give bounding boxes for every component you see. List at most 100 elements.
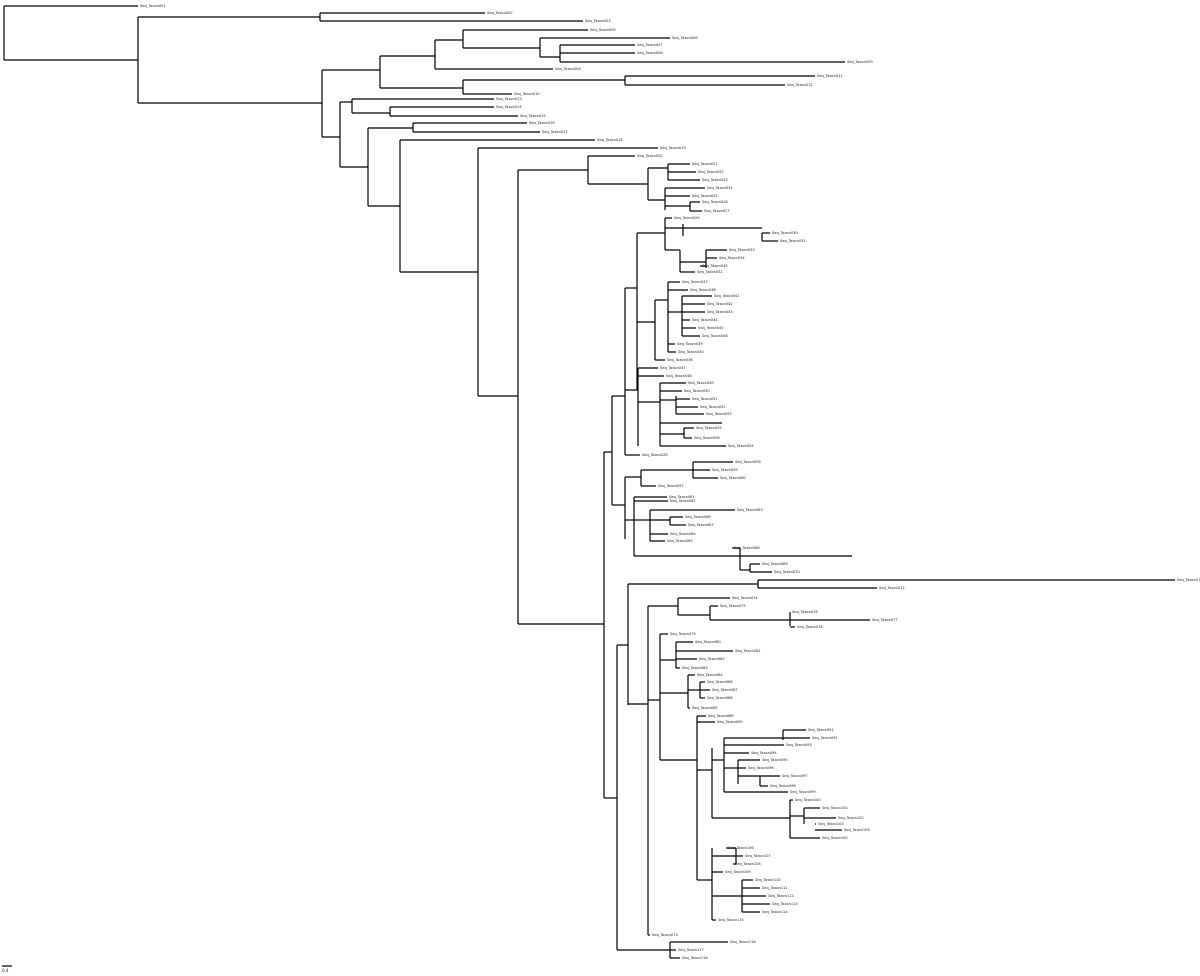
leaf-label: Seq_Taxon075 — [720, 604, 746, 608]
leaf-label: Seq_Taxon037 — [682, 280, 708, 284]
leaf-label: Seq_Taxon087 — [712, 688, 738, 692]
leaf-label: Seq_Taxon056 — [694, 436, 720, 440]
leaf-label: Seq_Taxon054 — [728, 444, 754, 448]
leaf-label: Seq_Taxon038 — [690, 288, 716, 292]
leaf-label: Seq_Taxon099 — [790, 790, 816, 794]
leaf-label: Seq_Taxon067 — [688, 523, 714, 527]
leaf-label: Seq_Taxon059 — [712, 468, 738, 472]
leaf-label: Seq_Taxon021 — [692, 162, 718, 166]
leaf-label: Seq_Taxon095 — [762, 758, 788, 762]
leaf-label: Seq_Taxon105 — [822, 836, 848, 840]
leaf-label: Seq_Taxon019 — [660, 146, 686, 150]
leaf-label: Seq_Taxon071 — [1177, 578, 1200, 582]
leaf-label: Seq_Taxon113 — [772, 902, 798, 906]
leaf-label: Seq_Taxon066 — [685, 515, 711, 519]
leaf-label: Seq_Taxon033 — [729, 248, 755, 252]
leaf-label: Seq_Taxon058 — [735, 460, 761, 464]
leaf-label: Seq_Taxon013 — [496, 97, 522, 101]
leaf-label: Seq_Taxon096 — [748, 766, 774, 770]
leaf-label: Seq_Taxon107 — [745, 854, 771, 858]
leaf-label: Seq_Taxon097 — [782, 774, 808, 778]
leaf-label: Seq_Taxon057 — [658, 484, 684, 488]
leaf-label: Seq_Taxon020 — [637, 154, 663, 158]
leaf-label: Seq_Taxon062 — [670, 499, 696, 503]
leaf-label: Seq_Taxon065 — [667, 539, 693, 543]
leaf-label: Seq_Taxon098 — [770, 784, 796, 788]
scale-bar: 0.4 — [2, 965, 12, 973]
leaf-label: Seq_Taxon117 — [678, 948, 704, 952]
leaf-label: Seq_Taxon102 — [838, 816, 864, 820]
leaf-label: Seq_Taxon012 — [787, 83, 813, 87]
leaf-label: Seq_Taxon053 — [706, 412, 732, 416]
leaf-label: Seq_Taxon001 — [140, 4, 166, 8]
leaf-label: Seq_Taxon093 — [786, 743, 812, 747]
leaf-label: Seq_Taxon029 — [674, 216, 700, 220]
leaf-label: Seq_Taxon084 — [697, 673, 723, 677]
leaf-label: Seq_Taxon046 — [702, 334, 728, 338]
leaf-label: Seq_Taxon055 — [696, 426, 722, 430]
leaf-label: Seq_Taxon011 — [817, 74, 843, 78]
leaf-label: Seq_Taxon101 — [822, 806, 848, 810]
leaf-label: Seq_Taxon068 — [734, 546, 760, 550]
leaf-label: Seq_Taxon041 — [714, 294, 740, 298]
leaf-label: Seq_Taxon060 — [720, 476, 746, 480]
leaf-label: Seq_Taxon085 — [692, 706, 718, 710]
leaf-label: Seq_Taxon103 — [818, 822, 844, 826]
leaf-label: Seq_Taxon006 — [672, 36, 698, 40]
leaf-label: Seq_Taxon064 — [670, 532, 696, 536]
leaf-label: Seq_Taxon073 — [652, 933, 678, 937]
leaf-label: Seq_Taxon025 — [692, 194, 718, 198]
leaf-label: Seq_Taxon007 — [637, 43, 663, 47]
leaf-label: Seq_Taxon108 — [735, 862, 761, 866]
leaf-label: Seq_Taxon017 — [542, 130, 568, 134]
leaf-label: Seq_Taxon063 — [737, 508, 763, 512]
leaf-label: Seq_Taxon026 — [702, 200, 728, 204]
leaf-label: Seq_Taxon004 — [555, 67, 581, 71]
leaf-label: Seq_Taxon112 — [768, 894, 794, 898]
leaf-label: Seq_Taxon049 — [688, 381, 714, 385]
leaf-label: Seq_Taxon079 — [670, 632, 696, 636]
leaf-label: Seq_Taxon018 — [597, 138, 623, 142]
leaf-label: Seq_Taxon023 — [702, 178, 728, 182]
leaf-label: Seq_Taxon036 — [667, 358, 693, 362]
leaf-label: Seq_Taxon091 — [808, 728, 834, 732]
leaf-label: Seq_Taxon104 — [844, 828, 870, 832]
leaf-label: Seq_Taxon050 — [684, 389, 710, 393]
leaf-label: Seq_Taxon072 — [879, 586, 905, 590]
leaf-label: Seq_Taxon034 — [719, 256, 745, 260]
leaf-label: Seq_Taxon076 — [792, 610, 818, 614]
leaf-label: Seq_Taxon044 — [692, 318, 718, 322]
leaf-label: Seq_Taxon032 — [697, 270, 723, 274]
leaf-label: Seq_Taxon074 — [732, 596, 758, 600]
leaf-label: Seq_Taxon030 — [772, 231, 798, 235]
leaf-label: Seq_Taxon061 — [669, 495, 695, 499]
leaf-label: Seq_Taxon114 — [762, 910, 788, 914]
leaf-label: Seq_Taxon002 — [487, 11, 513, 15]
leaf-label: Seq_Taxon016 — [529, 121, 555, 125]
tree-branches — [3, 5, 1175, 959]
leaf-label: Seq_Taxon089 — [708, 714, 734, 718]
leaf-label: Seq_Taxon052 — [700, 405, 726, 409]
leaf-label: Seq_Taxon035 — [702, 264, 728, 268]
leaf-label: Seq_Taxon005 — [590, 28, 616, 32]
leaf-label: Seq_Taxon014 — [496, 105, 522, 109]
leaf-label: Seq_Taxon100 — [795, 798, 821, 802]
leaf-label: Seq_Taxon028 — [642, 453, 668, 457]
leaf-label: Seq_Taxon082 — [699, 657, 725, 661]
leaf-label: Seq_Taxon043 — [707, 310, 733, 314]
leaf-label: Seq_Taxon048 — [666, 374, 692, 378]
leaf-label: Seq_Taxon092 — [812, 736, 838, 740]
leaf-label: Seq_Taxon106 — [728, 846, 754, 850]
leaf-label: Seq_Taxon051 — [692, 397, 718, 401]
leaf-label: Seq_Taxon111 — [762, 886, 788, 890]
leaf-label: Seq_Taxon031 — [780, 239, 806, 243]
leaf-label: Seq_Taxon009 — [847, 60, 873, 64]
leaf-label: Seq_Taxon022 — [698, 170, 724, 174]
leaf-label: Seq_Taxon027 — [704, 209, 730, 213]
leaf-label: Seq_Taxon090 — [717, 720, 743, 724]
leaf-label: Seq_Taxon118 — [682, 956, 708, 960]
leaf-label: Seq_Taxon047 — [660, 366, 686, 370]
leaf-label: Seq_Taxon078 — [797, 625, 823, 629]
leaf-label: Seq_Taxon042 — [707, 302, 733, 306]
